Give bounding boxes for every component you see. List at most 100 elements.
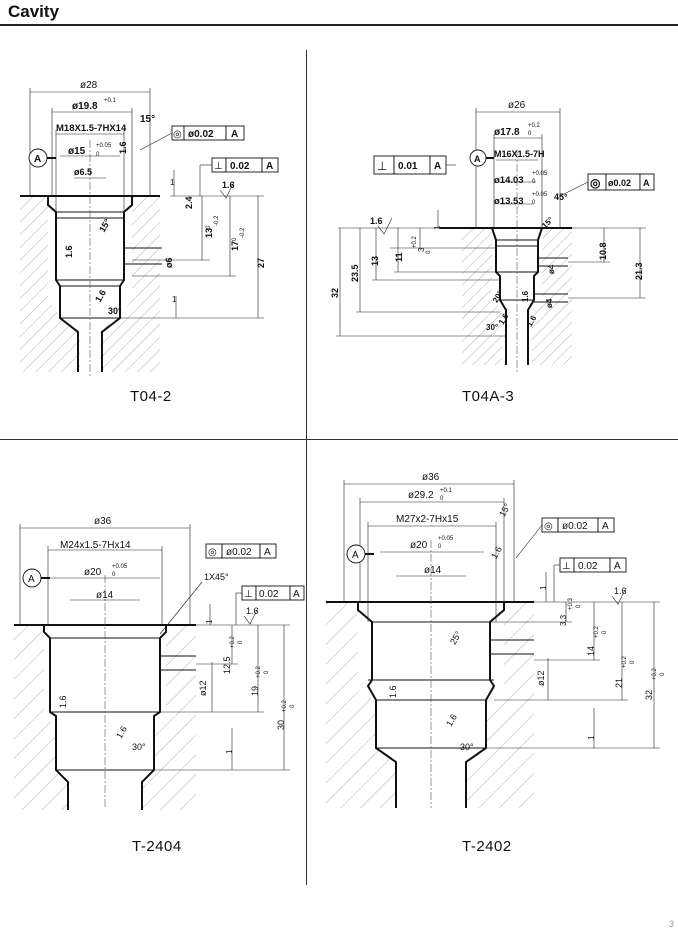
fcf-tolerance: ø0.02 xyxy=(188,129,214,140)
dim-label: ø15 xyxy=(68,146,86,157)
roughness-label: 1.6 xyxy=(444,712,459,728)
fcf-tolerance: ø0.02 xyxy=(562,521,588,532)
dim-label: ø17.8 xyxy=(494,127,520,138)
dim-label: ø6.5 xyxy=(74,167,92,177)
dim-label: ø26 xyxy=(508,100,526,111)
dim-tolerance: +0.2 xyxy=(282,699,288,712)
dim-label: 13 xyxy=(370,256,380,266)
dim-tolerance: 0 xyxy=(602,630,608,634)
chamfer-label: 1X45° xyxy=(204,572,229,582)
dim-label: M24x1.5-7Hx14 xyxy=(60,540,131,551)
fcf-tolerance: 0.02 xyxy=(578,561,598,572)
dim-label: ø12 xyxy=(198,680,208,696)
angle-label: 30° xyxy=(132,742,146,752)
dim-tolerance: 0 xyxy=(440,496,444,502)
dim-label: 12.5 xyxy=(222,656,232,674)
angle-label: 30° xyxy=(486,323,498,332)
material-hatch xyxy=(142,625,196,810)
cavity-profile xyxy=(47,196,133,372)
drawing-t-2404: ø36 M24x1.5-7Hx14 ◎ ø0.02 A A ø20 +0.05 … xyxy=(14,516,305,810)
dim-label: ø14 xyxy=(96,590,114,601)
dim-tolerance: 0 xyxy=(264,670,270,674)
dim-label: 1 xyxy=(539,585,548,590)
dim-label: 13 xyxy=(204,228,214,238)
dim-label: 30 xyxy=(276,720,286,730)
dim-tolerance: +0.05 xyxy=(532,192,548,198)
dim-label: 1 xyxy=(225,749,234,754)
drawing-caption: T04-2 xyxy=(130,388,172,405)
material-hatch xyxy=(100,196,160,372)
drawing-t04-2: ø28 ø19.8 +0.1 15° M18X1.5-7HX14 ◎ ø0.02… xyxy=(20,80,279,378)
dim-label: ø4 xyxy=(545,298,554,308)
dim-label: ø36 xyxy=(94,516,112,527)
page-title: Cavity xyxy=(8,2,60,21)
roughness-label: 1.6 xyxy=(521,290,530,302)
roughness-label: 1.6 xyxy=(246,606,259,616)
dim-label: 17 xyxy=(230,241,240,251)
dim-tolerance: +0.2 xyxy=(256,665,262,678)
roughness-label: 1.6 xyxy=(114,724,129,740)
dim-label: ø29.2 xyxy=(408,490,434,501)
dim-label: 10.8 xyxy=(598,242,608,260)
conc-symbol: ◎ xyxy=(173,129,182,140)
fcf-datum: A xyxy=(231,129,238,140)
fcf-datum: A xyxy=(643,178,650,188)
vertical-divider xyxy=(306,50,307,885)
dim-label: ø14 xyxy=(424,565,442,576)
dim-tolerance: -0.2 xyxy=(214,215,220,226)
drawing-caption: T-2404 xyxy=(132,838,182,855)
dim-label: 14 xyxy=(586,646,596,656)
angle-label: 15° xyxy=(497,501,513,518)
fcf-datum: A xyxy=(602,521,609,532)
dim-label: ø13.53 xyxy=(494,196,524,207)
page-number: 3 xyxy=(668,919,674,929)
material-hatch xyxy=(14,625,68,810)
dim-label: 3 xyxy=(417,247,426,252)
material-hatch xyxy=(326,602,396,808)
dim-tolerance: +0.2 xyxy=(594,625,600,638)
dim-tolerance: +0.05 xyxy=(96,143,112,149)
conc-symbol: ◎ xyxy=(544,521,553,532)
dim-label: ø6 xyxy=(164,257,174,268)
dim-tolerance: +0.05 xyxy=(112,564,128,570)
fcf-tolerance: 0.01 xyxy=(398,161,418,172)
roughness-label: 1.6 xyxy=(614,586,627,596)
dim-label: ø19.8 xyxy=(72,101,98,112)
dim-tolerance: 0 xyxy=(206,225,212,229)
dim-tolerance: 0 xyxy=(232,237,238,241)
roughness-label: 1.6 xyxy=(64,245,74,258)
dim-label: 2.4 xyxy=(184,196,194,209)
conc-symbol: ◎ xyxy=(590,176,601,190)
dim-label: ø28 xyxy=(80,80,98,91)
datum-label: A xyxy=(34,154,41,165)
angle-label: 45° xyxy=(554,192,568,202)
roughness-label: 1.6 xyxy=(58,695,68,708)
dim-tolerance: +0.2 xyxy=(528,123,541,129)
dim-label: ø20 xyxy=(84,567,102,578)
dim-label: 32 xyxy=(330,288,340,298)
fcf-tolerance: ø0.02 xyxy=(226,547,252,558)
fcf-tolerance: 0.02 xyxy=(259,589,279,600)
dim-tolerance: 0 xyxy=(438,544,442,550)
material-hatch xyxy=(532,228,572,365)
dim-label: 15° xyxy=(140,114,155,125)
dim-tolerance: +0.2 xyxy=(652,667,658,680)
dim-tolerance: 0 xyxy=(96,152,100,158)
dim-label: ø20 xyxy=(410,540,428,551)
fcf-datum: A xyxy=(434,161,441,172)
dim-label: 32 xyxy=(644,690,654,700)
dim-label: 21.3 xyxy=(634,262,644,280)
dim-tolerance: +0.05 xyxy=(438,536,454,542)
fcf-datum: A xyxy=(293,589,300,600)
cavity-profile xyxy=(357,602,505,808)
dim-tolerance: +0.1 xyxy=(104,98,117,104)
dim-label: M27x2-7Hx15 xyxy=(396,514,459,525)
dim-tolerance: +0.2 xyxy=(412,235,418,248)
perp-symbol: ⊥ xyxy=(214,161,223,172)
roughness-label: 1.6 xyxy=(222,180,235,190)
roughness-label: 1.6 xyxy=(489,545,504,561)
dim-label: 23.5 xyxy=(350,264,360,282)
dim-tolerance: +0.2 xyxy=(230,635,236,648)
roughness-label: 1.6 xyxy=(118,141,128,154)
dim-tolerance: 0 xyxy=(660,672,666,676)
